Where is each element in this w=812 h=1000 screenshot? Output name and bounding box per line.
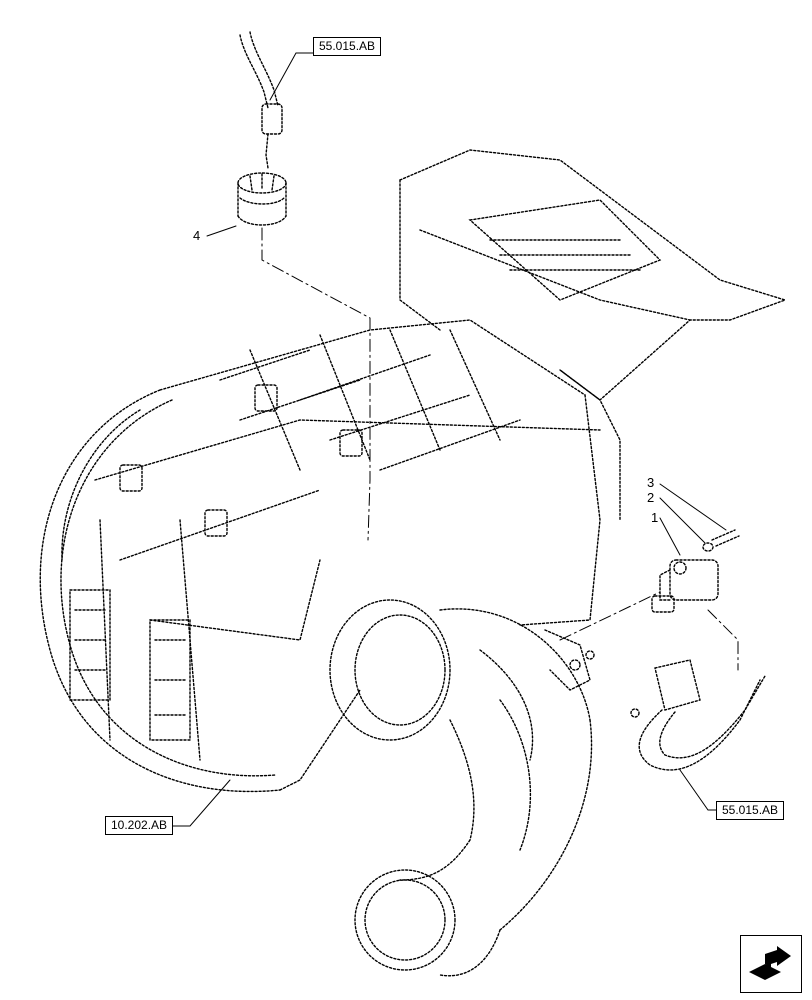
ref-label-air-cleaner[interactable]: 10.202.AB — [105, 816, 174, 835]
callout-item-4: 4 — [193, 228, 201, 243]
callout-item-1: 1 — [651, 510, 659, 525]
bottom-wire-harness — [630, 659, 766, 771]
connector-part — [237, 172, 287, 226]
next-page-arrow-icon[interactable] — [740, 935, 802, 993]
assembly-center-lines — [261, 227, 739, 671]
leader-lines — [167, 52, 727, 827]
air-cleaner-assembly — [39, 149, 788, 977]
ref-label-bottom-harness[interactable]: 55.015.AB — [716, 801, 785, 820]
ref-label-top-harness[interactable]: 55.015.AB — [313, 37, 382, 56]
callout-item-3: 3 — [647, 475, 655, 490]
callout-item-2: 2 — [647, 490, 655, 505]
top-wire-harness — [239, 31, 283, 169]
sensor-part — [651, 529, 740, 613]
